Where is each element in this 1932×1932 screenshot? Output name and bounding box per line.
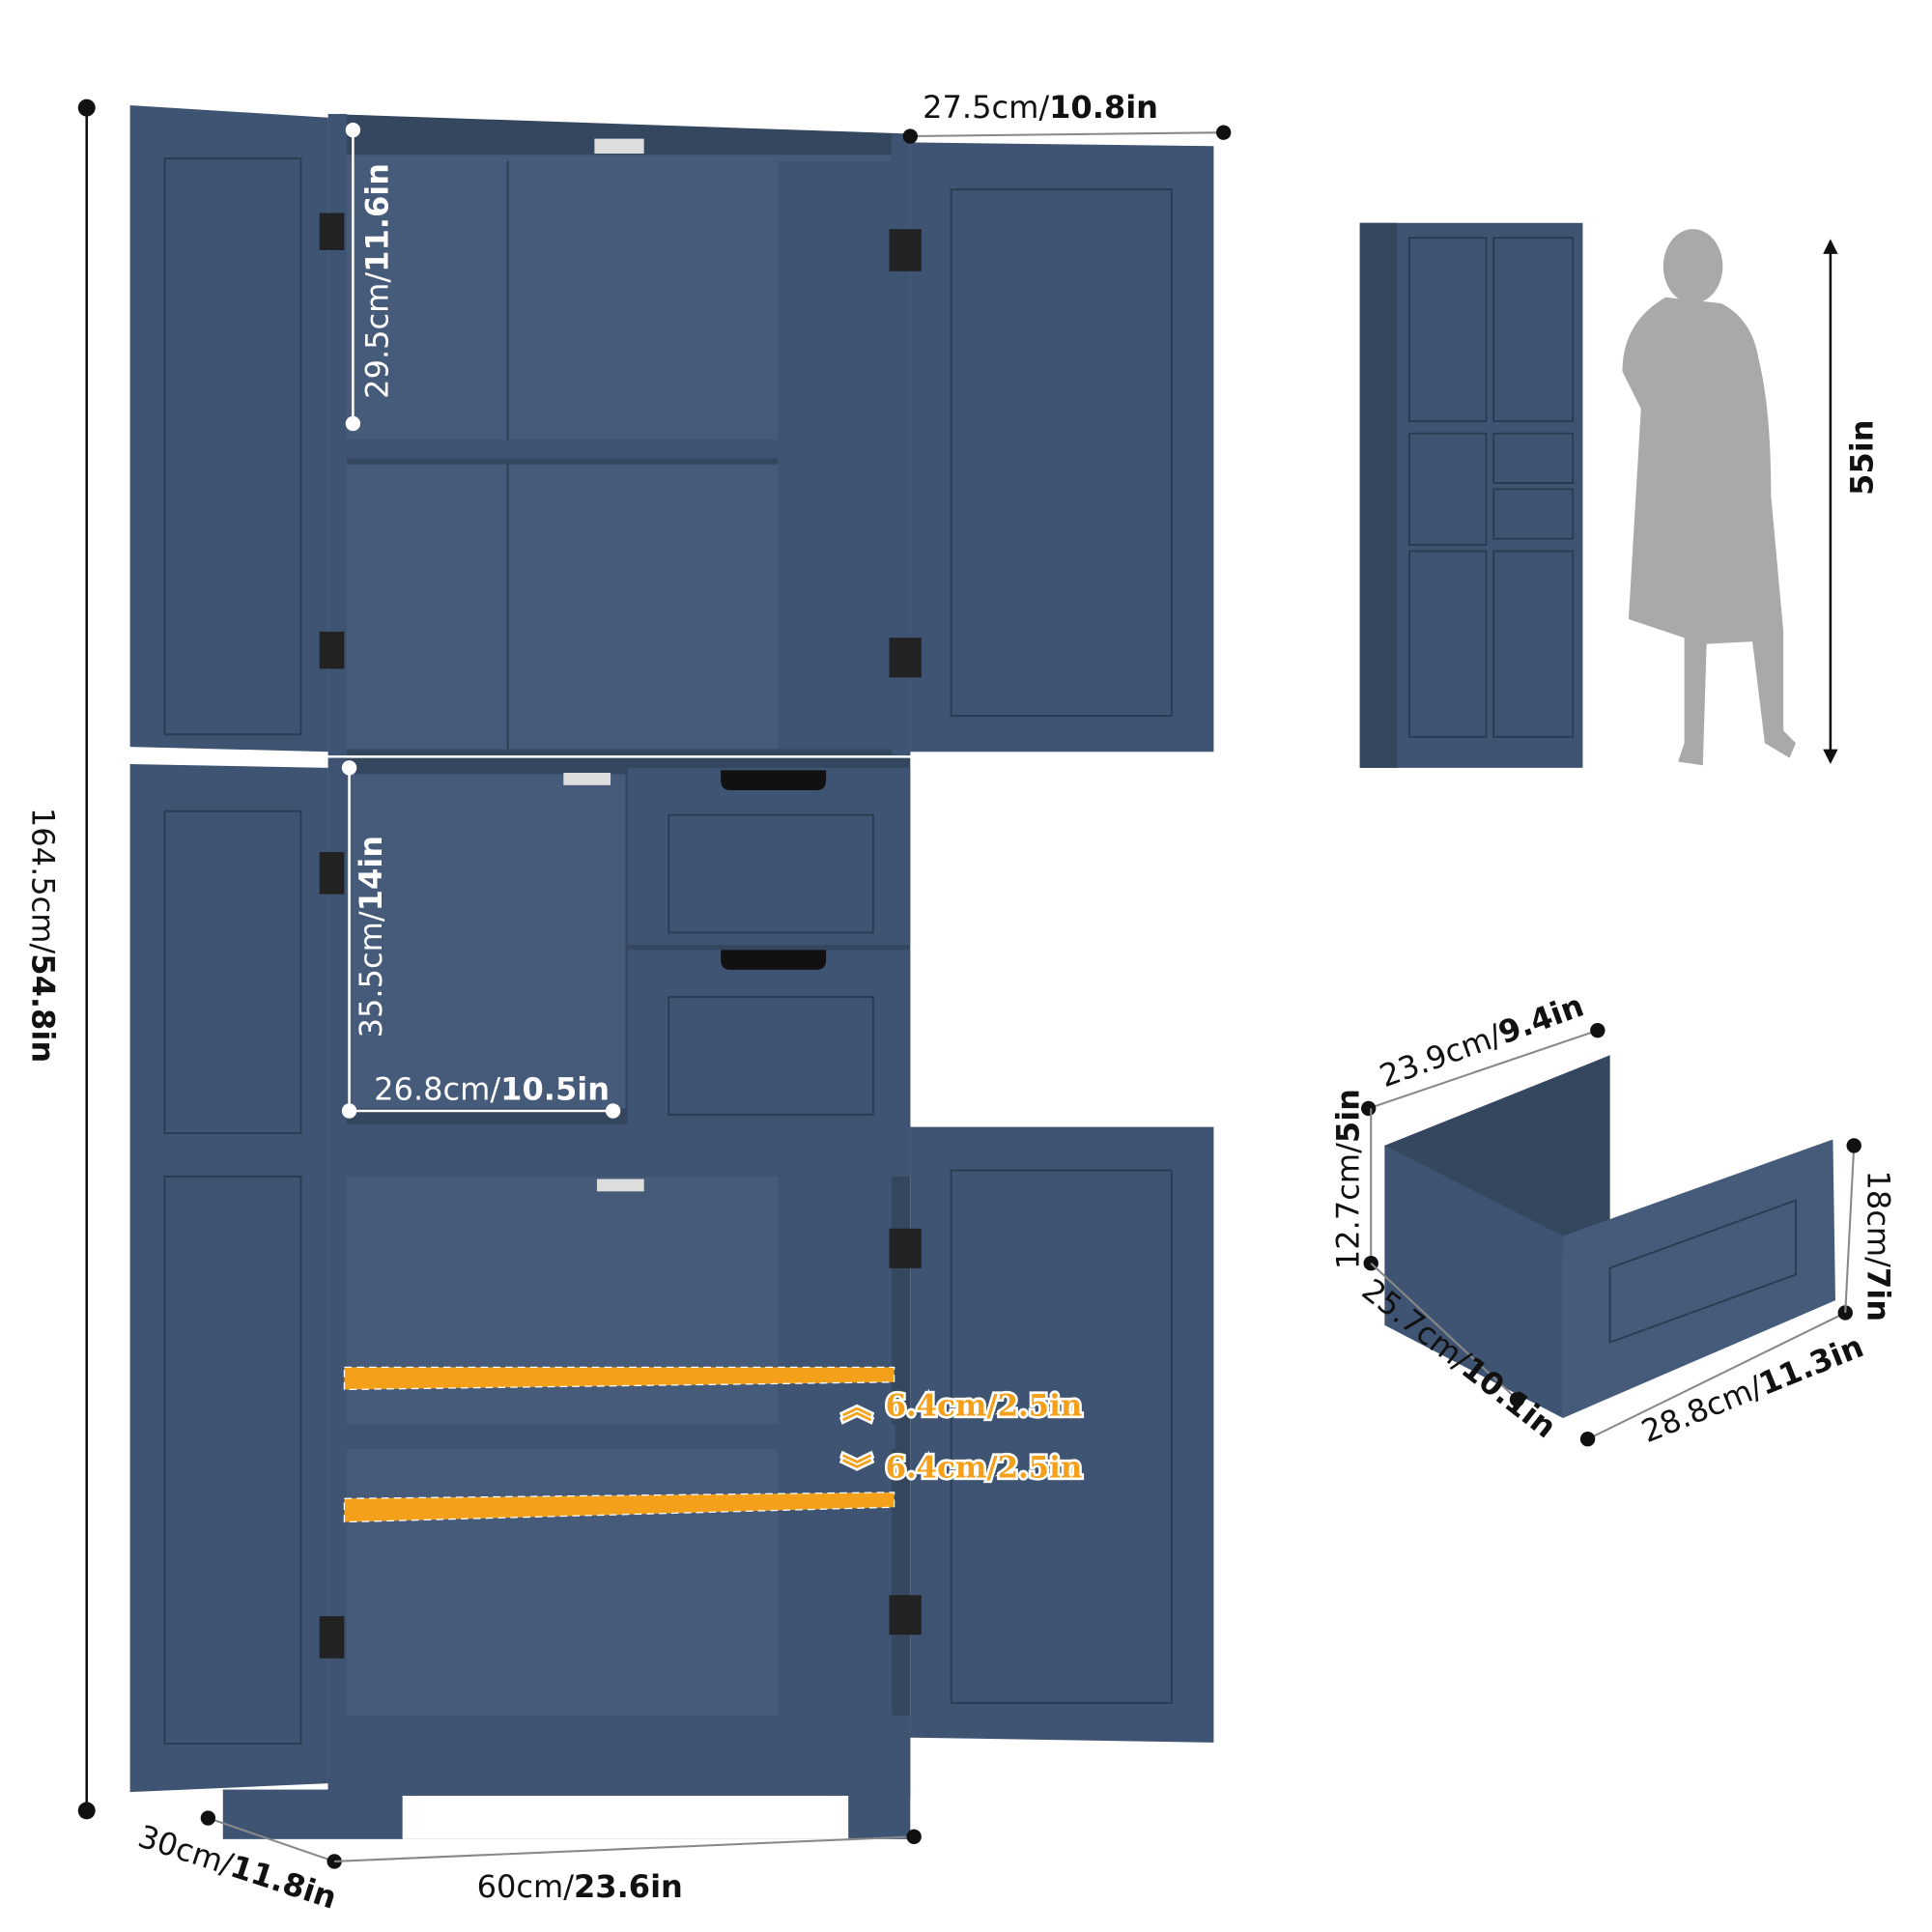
svg-text:55in: 55in: [1843, 419, 1880, 495]
drawer-top[interactable]: [628, 767, 911, 946]
upper-left-door: [129, 104, 328, 753]
adjustable-shelf-indicator: ︽ 6.4cm/2.5in ︾ 6.4cm/2.5in: [343, 1366, 1085, 1523]
svg-text:6.4cm/2.5in: 6.4cm/2.5in: [886, 1450, 1083, 1485]
svg-text:12.7cm/5in: 12.7cm/5in: [1329, 1089, 1366, 1269]
svg-text:27.5cm/10.8in: 27.5cm/10.8in: [923, 89, 1158, 126]
top-depth-dimension: 27.5cm/10.8in: [902, 89, 1232, 144]
svg-text:26.8cm/10.5in: 26.8cm/10.5in: [374, 1070, 610, 1107]
svg-text:60cm/23.6in: 60cm/23.6in: [477, 1868, 683, 1905]
middle-compartment-width-dimension: 26.8cm/10.5in: [349, 1070, 621, 1119]
drawer-inner-height-dimension: 12.7cm/5in: [1329, 1089, 1378, 1271]
svg-text:18cm/7in: 18cm/7in: [1860, 1171, 1896, 1322]
upper-cabinet: [129, 104, 1214, 756]
svg-text:29.5cm/11.6in: 29.5cm/11.6in: [358, 163, 395, 399]
lower-cabinet: [129, 757, 1214, 1839]
drawer-bottom[interactable]: [628, 950, 911, 1127]
upper-compartment-height-dimension: 29.5cm/11.6in: [345, 122, 395, 432]
base-width-dimension: 60cm/23.6in: [334, 1829, 922, 1905]
person-silhouette: [1622, 229, 1796, 766]
lower-right-door: [910, 1126, 1214, 1743]
drawer-front-height-dimension: 18cm/7in: [1844, 1138, 1896, 1322]
svg-text:35.5cm/14in: 35.5cm/14in: [353, 836, 389, 1037]
svg-text:164.5cm/54.8in: 164.5cm/54.8in: [24, 808, 61, 1063]
lower-left-door: [129, 764, 328, 1793]
comparison-height-dimension: 55in: [1823, 239, 1880, 765]
latch-icon: [594, 138, 644, 154]
closed-cabinet-thumbnail: [1359, 222, 1583, 768]
svg-text:6.4cm/2.5in: 6.4cm/2.5in: [886, 1388, 1083, 1423]
drawer-detail: [1384, 1055, 1835, 1418]
total-height-dimension: 164.5cm/54.8in: [24, 99, 96, 1820]
middle-compartment-height-dimension: 35.5cm/14in: [341, 760, 389, 1119]
chevron-down-icon: ︾: [842, 1453, 872, 1488]
chevron-up-icon: ︽: [842, 1391, 872, 1426]
upper-right-door: [910, 142, 1214, 753]
